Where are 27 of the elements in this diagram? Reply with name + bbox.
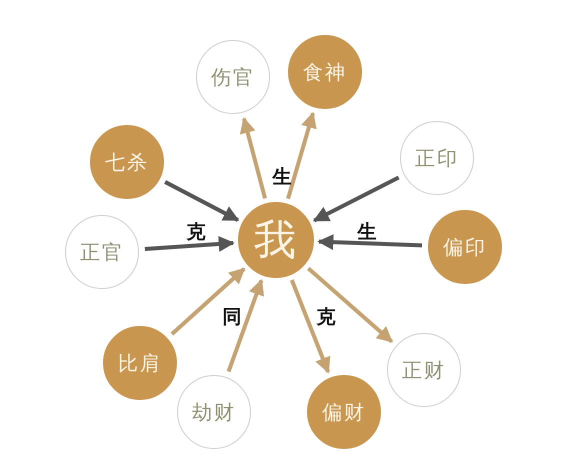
node-label: 正官 (80, 238, 124, 266)
node-label: 偏印 (443, 234, 487, 260)
node-label: 七杀 (105, 148, 149, 176)
relation-label: 克 (186, 220, 206, 245)
node-label: 食神 (303, 58, 347, 86)
node-label: 劫财 (192, 398, 236, 426)
node-label: 正财 (402, 356, 446, 384)
node-label: 偏财 (322, 398, 366, 426)
arrow (144, 236, 235, 252)
node-label: 比肩 (118, 350, 162, 376)
arrow (290, 279, 330, 374)
arrow (317, 234, 422, 250)
arrow (306, 266, 394, 344)
arrow (240, 117, 267, 199)
arrow (170, 267, 246, 336)
arrow (286, 112, 317, 200)
relation-label: 生 (358, 220, 376, 245)
node-label: 正印 (415, 144, 459, 172)
node-label: 伤官 (211, 64, 255, 90)
arrow (226, 278, 264, 372)
arrow (164, 180, 240, 222)
relation-label: 同 (222, 305, 242, 330)
relation-label: 生 (272, 165, 292, 190)
node-label: 我 (254, 214, 298, 266)
arrow (312, 176, 400, 222)
relation-label: 克 (316, 305, 336, 330)
circle-node (238, 202, 314, 278)
